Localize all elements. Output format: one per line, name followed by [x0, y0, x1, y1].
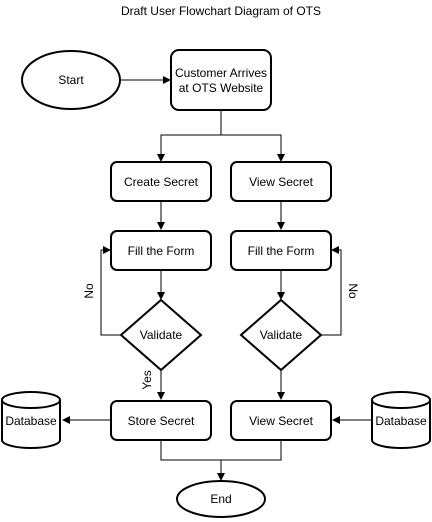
node-database-left: Database	[1, 391, 61, 449]
node-fill-form-left: Fill the Form	[110, 230, 212, 271]
fill-form-right-box	[230, 230, 332, 271]
arrowhead	[157, 222, 165, 230]
arrowhead	[157, 154, 165, 162]
edge-label-no-right: No	[346, 283, 360, 299]
node-view-secret-top: View Secret	[230, 161, 332, 202]
store-secret-box	[110, 400, 212, 441]
edge-merge-to-end	[160, 440, 282, 461]
node-validate-left: Validate	[119, 298, 203, 372]
edge-label-yes: Yes	[140, 370, 154, 390]
validate-left-diamond	[119, 298, 203, 372]
arrowhead	[332, 416, 340, 424]
edge-customer-to-create	[160, 110, 222, 154]
database-right-top	[371, 391, 431, 409]
create-secret-box	[110, 161, 212, 202]
node-store-secret: Store Secret	[110, 400, 212, 441]
store-secret-label: Store Secret	[128, 414, 195, 428]
diagram-title: Draft User Flowchart Diagram of OTS	[121, 4, 321, 18]
edge-label-no-left: No	[82, 283, 96, 299]
start-ellipse	[21, 50, 121, 110]
customer-arrives-label-line2: at OTS Website	[179, 81, 264, 95]
fill-form-left-box	[110, 230, 212, 271]
node-validate-right: Validate	[239, 298, 323, 372]
validate-right-diamond	[239, 298, 323, 372]
edge-no-loop-left	[100, 249, 121, 336]
node-fill-form-right: Fill the Form	[230, 230, 332, 271]
view-secret-bottom-box	[230, 400, 332, 441]
fill-form-right-label: Fill the Form	[248, 244, 315, 258]
start-label: Start	[58, 73, 84, 87]
node-database-right: Database	[371, 391, 431, 449]
node-create-secret: Create Secret	[110, 161, 212, 202]
validate-left-label: Validate	[140, 328, 183, 342]
arrowhead	[163, 76, 171, 84]
edge-customer-to-view	[221, 134, 282, 154]
node-start: Start	[21, 50, 121, 110]
arrowhead	[157, 392, 165, 400]
arrowhead	[62, 416, 70, 424]
arrowhead	[277, 292, 285, 300]
node-customer-arrives: Customer Arrives at OTS Website	[170, 49, 272, 111]
end-label: End	[210, 492, 231, 506]
arrowhead	[217, 473, 225, 481]
edge-no-loop-right	[321, 249, 342, 336]
view-secret-top-box	[230, 161, 332, 202]
fill-form-left-label: Fill the Form	[128, 244, 195, 258]
database-right-body	[371, 400, 431, 449]
arrowhead	[331, 246, 339, 254]
create-secret-label: Create Secret	[124, 175, 199, 189]
validate-right-label: Validate	[260, 328, 303, 342]
arrowhead	[277, 222, 285, 230]
end-ellipse	[176, 480, 266, 518]
database-left-top	[1, 391, 61, 409]
arrowhead	[277, 154, 285, 162]
customer-arrives-label-line1: Customer Arrives	[175, 66, 267, 80]
node-view-secret-bottom: View Secret	[230, 400, 332, 441]
edges	[62, 76, 371, 481]
arrowhead	[277, 392, 285, 400]
view-secret-top-label: View Secret	[249, 175, 313, 189]
database-left-label: Database	[5, 414, 57, 428]
view-secret-bottom-label: View Secret	[249, 414, 313, 428]
customer-arrives-box	[170, 49, 272, 111]
database-right-label: Database	[375, 414, 427, 428]
arrowhead	[157, 292, 165, 300]
arrowhead	[103, 246, 111, 254]
database-left-body	[1, 400, 61, 449]
node-end: End	[176, 480, 266, 518]
